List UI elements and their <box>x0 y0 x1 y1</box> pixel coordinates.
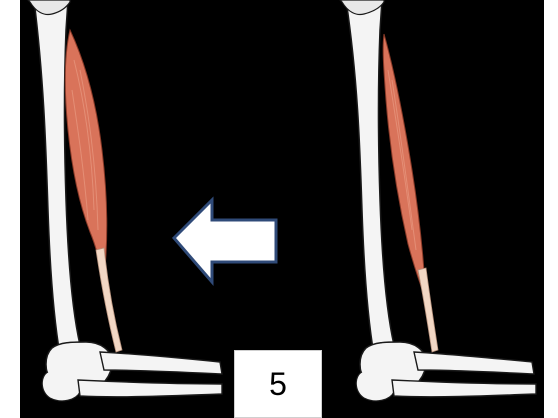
left-arrow-icon <box>174 200 276 282</box>
left-arm <box>28 0 222 401</box>
left-biceps-muscle <box>65 30 107 280</box>
number-label: 5 <box>269 368 287 400</box>
right-arm <box>340 0 536 401</box>
right-radius <box>414 352 534 374</box>
left-biceps-tendon <box>96 248 122 352</box>
left-radius <box>100 352 222 374</box>
right-biceps-tendon <box>418 268 438 352</box>
right-ulna <box>392 380 536 397</box>
number-label-box: 5 <box>234 350 322 418</box>
left-ulna <box>78 380 222 397</box>
